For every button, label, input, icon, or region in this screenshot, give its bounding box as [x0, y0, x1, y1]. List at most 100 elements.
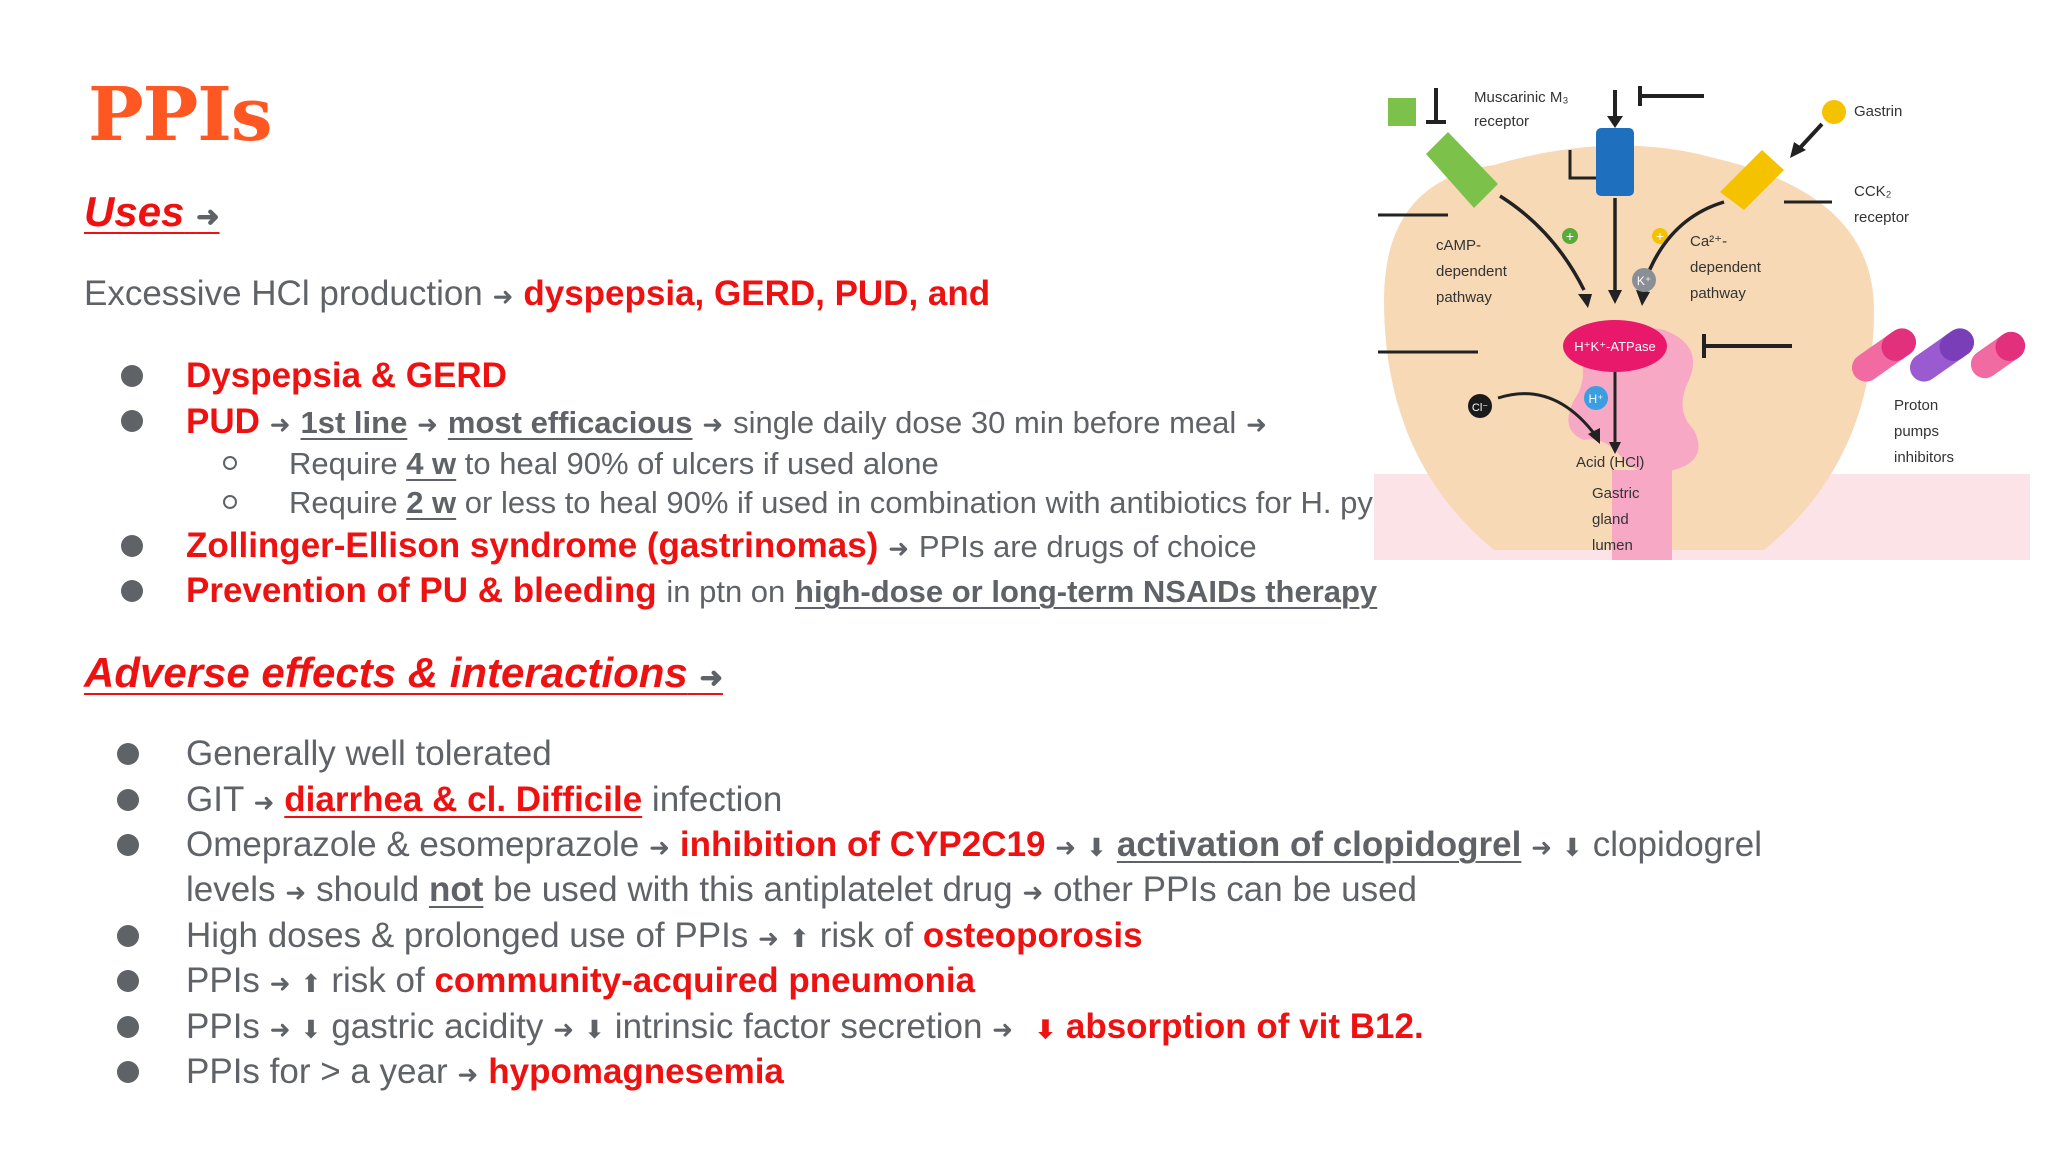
arrow-head	[1636, 290, 1650, 306]
adverse-heading-text: Adverse effects & interactions	[84, 649, 688, 696]
lumen-label: lumen	[1592, 537, 1633, 554]
arrow-head	[1588, 428, 1600, 444]
arrow-icon: ➜	[758, 925, 780, 953]
gastrin-label: Gastrin	[1854, 103, 1902, 120]
h-label: H⁺	[1589, 392, 1604, 406]
bullet-icon	[121, 365, 143, 387]
list-item: High doses & prolonged use of PPIs ➜ ⬆ r…	[186, 916, 1143, 955]
up-arrow-icon: ⬆	[788, 925, 810, 953]
bullet-icon	[117, 1016, 139, 1038]
list-item: Dyspepsia & GERD	[186, 356, 507, 395]
chloride-ion-icon	[1468, 394, 1492, 418]
pump-label: H⁺K⁺-ATPase	[1574, 339, 1655, 354]
arrow-icon: ➜	[253, 789, 275, 817]
arrow-line	[1497, 392, 1598, 437]
parietal-cell-diagram: Muscarinic M₃ receptor Gastrin CCK₂ rece…	[1374, 80, 2030, 560]
uses-intro: Excessive HCl production ➜ dyspepsia, GE…	[84, 274, 991, 313]
histamine-ligand-icon	[1388, 98, 1416, 126]
ppi-capsule-icon	[1851, 328, 1917, 382]
arrow-head	[1607, 116, 1623, 128]
plus-label: +	[1656, 228, 1664, 244]
muscarinic-receptor-icon	[1596, 128, 1634, 196]
down-arrow-icon: ⬇	[1561, 834, 1584, 862]
arrow-icon: ➜	[1055, 834, 1077, 862]
arrow-icon: ➜	[649, 834, 671, 862]
plus-label: +	[1566, 228, 1574, 244]
list-item: Generally well tolerated	[186, 734, 552, 773]
bullet-icon	[117, 834, 139, 856]
lumen-label: Gastric	[1592, 485, 1640, 502]
cl-label: Cl⁻	[1472, 402, 1488, 414]
arrow-line	[1796, 122, 1824, 152]
list-item: Zollinger-Ellison syndrome (gastrinomas)…	[186, 526, 1257, 565]
camp-label: dependent	[1436, 263, 1508, 280]
k-label: K⁺	[1637, 274, 1651, 288]
ppi-label: Proton	[1894, 397, 1938, 414]
arrow-head	[1609, 442, 1621, 454]
arrow-icon: ➜	[492, 283, 514, 311]
camp-label: pathway	[1436, 289, 1492, 306]
list-item: PPIs ➜ ⬇ gastric acidity ➜ ⬇ intrinsic f…	[186, 1007, 1424, 1046]
list-item-continued: levels ➜ should not be used with this an…	[186, 870, 1418, 909]
list-subitem: Require 4 w to heal 90% of ulcers if use…	[289, 446, 939, 481]
arrow-icon: ➜	[702, 411, 724, 439]
bullet-icon	[121, 535, 143, 557]
bullet-icon	[121, 410, 143, 432]
gland-lumen-channel	[1612, 470, 1672, 560]
arrow-icon: ➜	[888, 535, 910, 563]
plus-icon	[1652, 228, 1668, 244]
proton-pump-icon	[1563, 320, 1667, 372]
arrow-head	[1578, 294, 1592, 308]
sub-bullet-icon	[223, 495, 237, 509]
bullet-icon	[117, 743, 139, 765]
list-item: Omeprazole & esomeprazole ➜ inhibition o…	[186, 825, 1763, 864]
ppi-capsule-icon	[1970, 331, 2026, 379]
connector-line	[1568, 150, 1596, 180]
list-item: PPIs for > a year ➜ hypomagnesemia	[186, 1052, 784, 1091]
h2-receptor-icon	[1426, 132, 1498, 208]
bullet-icon	[117, 970, 139, 992]
uses-heading: Uses ➜	[84, 191, 220, 233]
ca-label: Ca²⁺-	[1690, 233, 1727, 250]
gastrin-icon	[1822, 100, 1846, 124]
acid-label: Acid (HCl)	[1576, 454, 1644, 471]
camp-label: cAMP-	[1436, 237, 1481, 254]
lumen-label: gland	[1592, 511, 1629, 528]
list-item: GIT ➜ diarrhea & cl. Difficile infection	[186, 780, 783, 819]
receptor-label: receptor	[1854, 209, 1909, 226]
list-item: PPIs ➜ ⬆ risk of community-acquired pneu…	[186, 961, 976, 1000]
ppi-label: inhibitors	[1894, 449, 1954, 466]
muscarinic-label: Muscarinic M₃	[1474, 89, 1568, 106]
arrow-head	[1608, 290, 1622, 304]
arrow-icon: ➜	[992, 1016, 1014, 1044]
arrow-icon: ➜	[1022, 879, 1044, 907]
down-arrow-icon: ⬇	[583, 1016, 606, 1044]
arrow-icon: ➜	[457, 1061, 479, 1089]
potassium-ion-icon	[1632, 268, 1656, 292]
down-arrow-icon: ⬇	[1035, 1016, 1057, 1044]
receptor-label: receptor	[1474, 113, 1529, 130]
ca-label: dependent	[1690, 259, 1762, 276]
bullet-icon	[117, 1061, 139, 1083]
arrow-icon: ➜	[699, 662, 723, 693]
page-title: PPIs	[88, 72, 273, 158]
bullet-icon	[117, 789, 139, 811]
up-arrow-icon: ⬆	[300, 970, 322, 998]
sub-bullet-icon	[223, 456, 237, 470]
cck2-label: CCK₂	[1854, 183, 1892, 200]
ppi-capsule-icon	[1909, 328, 1975, 382]
arrow-line	[1499, 194, 1586, 291]
bullet-icon	[117, 925, 139, 947]
arrow-icon: ➜	[196, 201, 220, 232]
bullet-icon	[121, 580, 143, 602]
arrow-icon: ➜	[1246, 411, 1268, 439]
adverse-heading: Adverse effects & interactions ➜	[84, 652, 723, 694]
arrow-icon: ➜	[269, 411, 291, 439]
list-item: Prevention of PU & bleeding in ptn on hi…	[186, 571, 1378, 610]
arrow-icon: ➜	[1531, 834, 1553, 862]
ppi-label: pumps	[1894, 423, 1939, 440]
plus-icon	[1562, 228, 1578, 244]
arrow-icon: ➜	[269, 970, 291, 998]
arrow-icon: ➜	[553, 1016, 575, 1044]
down-arrow-icon: ⬇	[300, 1016, 322, 1044]
